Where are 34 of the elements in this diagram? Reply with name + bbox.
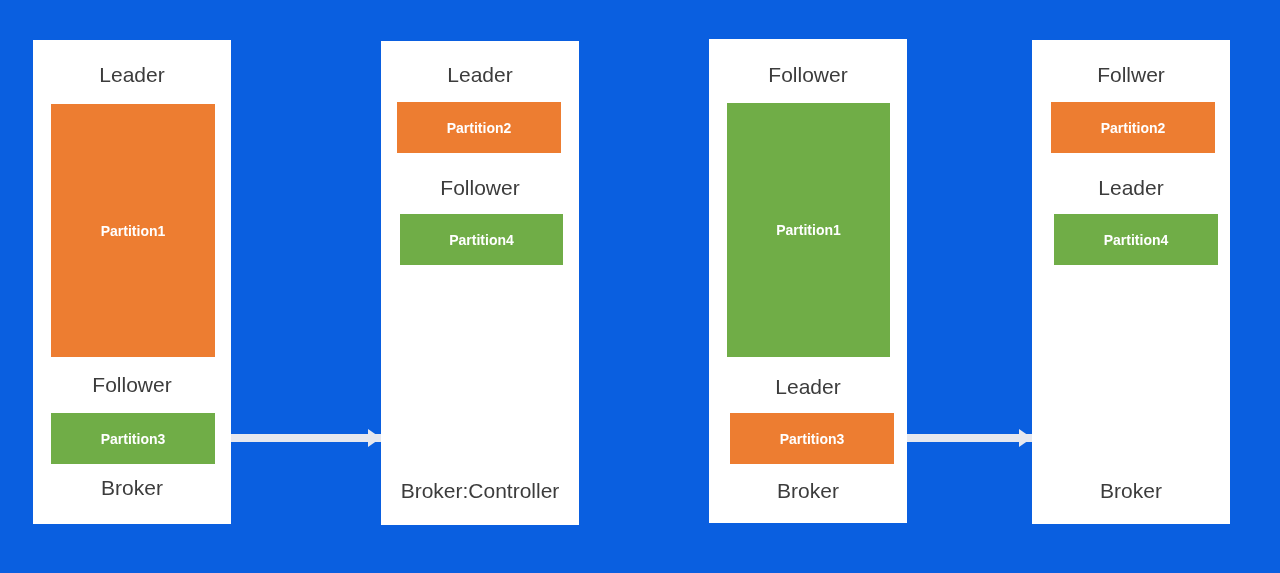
- role-label: Leader: [1097, 176, 1165, 200]
- partition-block: [727, 103, 890, 357]
- partition-label: Partition3: [100, 429, 166, 448]
- broker-label: Broker: [776, 479, 840, 503]
- partition-block: [730, 413, 894, 464]
- role-label: Follower: [91, 373, 173, 397]
- broker-label: Broker:Controller: [399, 479, 561, 503]
- broker-panel: [1032, 40, 1230, 524]
- broker-label: Broker: [100, 476, 164, 500]
- partition-label: Partition2: [446, 118, 512, 137]
- broker-panel: [33, 40, 231, 524]
- role-label: Leader: [446, 63, 514, 87]
- role-label: Follower: [439, 176, 521, 200]
- broker-panel: [709, 39, 907, 523]
- role-label: Follwer: [1096, 63, 1166, 87]
- partition-block: [397, 102, 561, 153]
- partition-label: Partition4: [449, 230, 514, 249]
- partition-label: Partition1: [100, 221, 166, 240]
- partition-block: [1051, 102, 1215, 153]
- partition-block: [400, 214, 563, 265]
- partition-label: Partition3: [779, 429, 845, 448]
- role-label: Leader: [98, 63, 166, 87]
- partition-label: Partition2: [1100, 118, 1166, 137]
- role-label: Leader: [774, 375, 842, 399]
- partition-block: [1054, 214, 1218, 265]
- arrow: [231, 429, 381, 447]
- partition-label: Partition1: [776, 221, 841, 239]
- broker-panel: [381, 41, 579, 525]
- role-label: Follower: [767, 63, 849, 87]
- partition-block: [51, 104, 215, 357]
- broker-label: Broker: [1099, 479, 1163, 503]
- arrow: [907, 429, 1032, 447]
- partition-label: Partition4: [1103, 230, 1169, 249]
- partition-block: [51, 413, 215, 464]
